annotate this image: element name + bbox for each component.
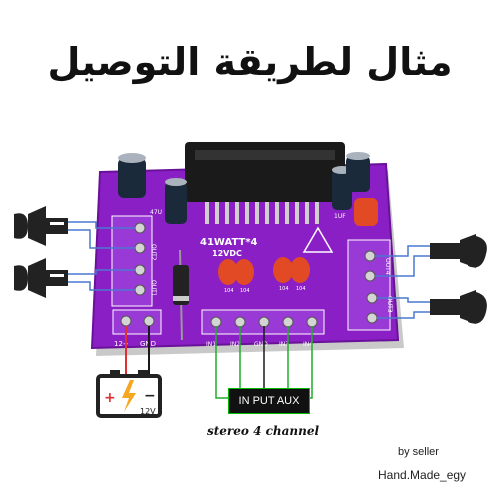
capacitor-orange: [354, 198, 378, 226]
speaker-icon-top-left: [14, 206, 68, 246]
speaker-icon-top-right: [430, 234, 487, 268]
input-pin-in2: IN2: [230, 341, 240, 348]
left-terminal-label-out1: OUT1: [150, 280, 157, 297]
speaker-wires-left: [68, 221, 135, 291]
capacitor-left-large: [118, 153, 146, 198]
input-pin-in4: IN4: [303, 341, 313, 348]
seller-line-1: by seller: [398, 446, 439, 458]
ceramic-capacitors: [218, 257, 310, 285]
power-label: 41WATT*4: [200, 237, 258, 248]
diode: [173, 249, 189, 341]
left-terminal-screws: [134, 222, 146, 296]
warning-icon: [302, 226, 334, 253]
cap-label-47u: 47U: [150, 209, 162, 216]
capacitor-right-large: [346, 152, 370, 192]
battery-plus: +: [104, 390, 116, 406]
power-screw-plus: [120, 315, 132, 327]
voltage-label: 12VDC: [212, 249, 242, 258]
stereo-caption: stereo 4 channel: [207, 424, 320, 438]
input-pin-in3: IN3: [279, 341, 289, 348]
speaker-icon-bottom-right: [430, 290, 487, 324]
power-pin-12v: 12+: [114, 340, 129, 348]
cap-label-104-b: 104: [240, 288, 250, 294]
right-terminal-screws: [364, 250, 378, 324]
cap-label-104-a: 104: [224, 288, 234, 294]
capacitor-left-small: [165, 178, 187, 224]
left-terminal-label-out2: OUT2: [150, 244, 157, 261]
input-pin-gnd: GND: [254, 341, 268, 348]
speaker-wires-right: [375, 245, 430, 319]
chip-pins: [205, 202, 319, 224]
aux-input-label: IN PUT AUX: [228, 388, 310, 414]
battery-wires: [125, 326, 150, 376]
page-title: مثال لطريقة التوصيل: [47, 40, 453, 84]
right-terminal-label-out3: OUT3: [386, 296, 393, 313]
right-terminal-label-out4: OUT4: [384, 258, 391, 275]
input-pin-in1: IN1: [206, 341, 216, 348]
power-screw-gnd: [143, 315, 155, 327]
speaker-icon-bottom-left: [14, 258, 68, 298]
battery-icon: [96, 370, 162, 418]
cap-label-104-d: 104: [296, 286, 306, 292]
cap-label-104-c: 104: [279, 286, 289, 292]
battery-minus: −: [144, 388, 156, 404]
battery-voltage: 12V: [140, 407, 156, 416]
cap-label-1uf: 1UF: [334, 213, 346, 220]
seller-line-2: Hand.Made_egy: [378, 468, 467, 482]
